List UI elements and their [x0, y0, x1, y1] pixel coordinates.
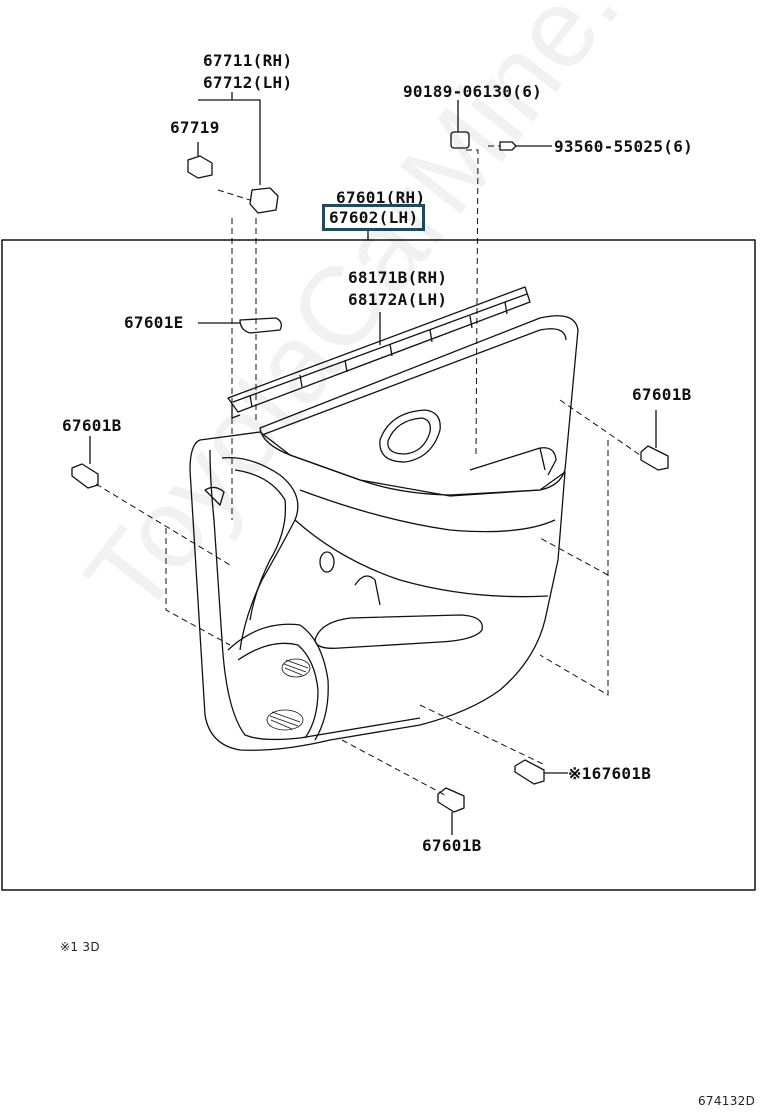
screw-93560	[499, 141, 517, 151]
label-90189: 90189-06130(6)	[403, 82, 543, 101]
label-67601e: 67601E	[124, 313, 184, 332]
clip-67601b-bottom	[437, 787, 465, 835]
label-67601: 67601(RH)	[336, 188, 426, 207]
label-67602-highlighted[interactable]: 67602(LH)	[322, 204, 426, 231]
label-67601b-left: 67601B	[62, 416, 122, 435]
diagram-frame	[1, 239, 756, 891]
nut-90189	[450, 131, 470, 149]
weatherstrip-part	[227, 286, 531, 419]
label-93560: 93560-55025(6)	[554, 137, 694, 156]
label-67719: 67719	[170, 118, 220, 137]
label-67601b-right: 67601B	[632, 385, 692, 404]
footnote: ※1 3D	[60, 940, 100, 954]
label-68172a: 68172A(LH)	[348, 290, 448, 309]
label-67712: 67712(LH)	[203, 73, 293, 92]
upper-trim-part	[259, 315, 579, 496]
clip-67601b-star	[514, 759, 568, 785]
door-panel	[189, 431, 566, 751]
clip-67601b-left	[71, 436, 99, 489]
clip-67719	[187, 155, 213, 179]
fastening-guides	[95, 145, 641, 796]
label-67601b-bottom: 67601B	[422, 836, 482, 855]
label-67711: 67711(RH)	[203, 51, 293, 70]
bezel-67601e	[239, 317, 282, 334]
label-68171b: 68171B(RH)	[348, 268, 448, 287]
switch-67711	[249, 187, 279, 214]
label-67601b-star: ※167601B	[568, 764, 652, 783]
diagram-id: 674132D	[698, 1094, 756, 1108]
speaker-grille	[266, 658, 311, 731]
clip-67601b-right	[640, 410, 669, 471]
